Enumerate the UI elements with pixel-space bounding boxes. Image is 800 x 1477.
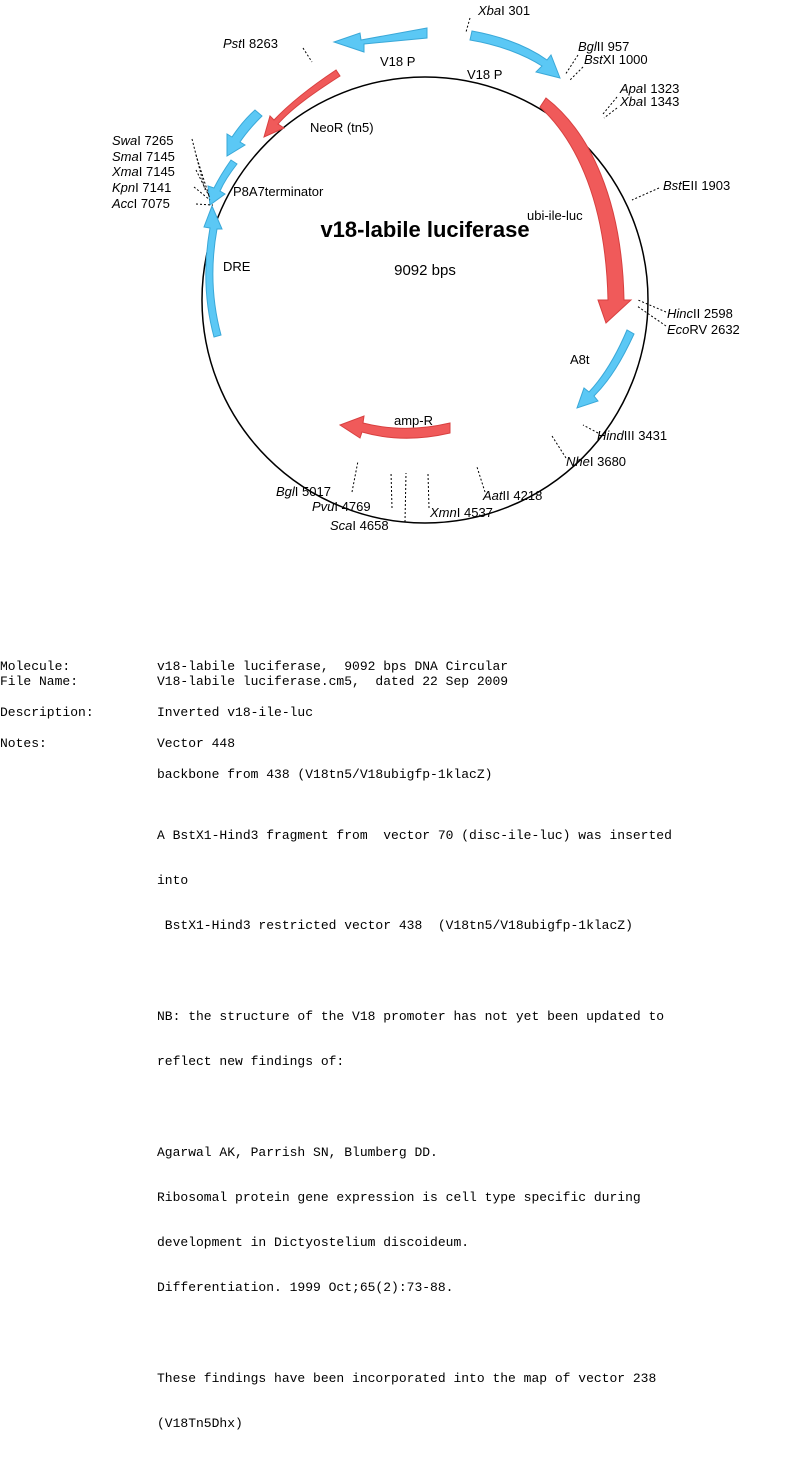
site-tick-bstxi-1000: [569, 66, 584, 81]
feature-label-a8t: A8t: [570, 352, 590, 367]
site-tick-bglii-957: [564, 54, 579, 76]
site-tick-apa-1323: [602, 96, 618, 115]
site-tick-bsteii-1903: [631, 187, 660, 201]
site-tick-sca-4658: [404, 472, 407, 523]
site-tick-aatii-4218: [476, 466, 486, 493]
site-label-bgl-5017: BglI 5017: [276, 484, 331, 499]
description-row: Description: Inverted v18-ile-luc: [0, 705, 800, 720]
map-size-label: 9092 bps: [394, 262, 456, 279]
site-label-acc-7075: AccI 7075: [111, 196, 170, 211]
site-tick-pst-8263: [302, 47, 313, 63]
site-label-bstxi-1000: BstXI 1000: [584, 52, 648, 67]
feature-label-neor: NeoR (tn5): [310, 120, 374, 135]
site-label-xma-7145: XmaI 7145: [111, 164, 175, 179]
site-label-aatii-4218: AatII 4218: [482, 488, 542, 503]
feature-label-v18p-right: V18 P: [467, 67, 502, 82]
notes-paragraph: NB: the structure of the V18 promoter ha…: [157, 1009, 665, 1069]
notes-paragraph: Agarwal AK, Parrish SN, Blumberg DD. Rib…: [157, 1145, 641, 1295]
site-tick-xma-7145: [195, 169, 211, 199]
info-panel: Molecule: v18-labile luciferase, 9092 bp…: [0, 659, 800, 1477]
molecule-row: Molecule: v18-labile luciferase, 9092 bp…: [0, 659, 800, 674]
site-label-apa-1323: ApaI 1323: [619, 81, 679, 96]
feature-arrow-amp-r: [338, 415, 451, 439]
site-label-hincii-2598: HincII 2598: [667, 306, 733, 321]
map-title: v18-labile luciferase: [320, 217, 529, 242]
site-label-nhe-3680: NheI 3680: [566, 454, 626, 469]
feature-arrow-neor: [263, 69, 341, 138]
feature-arrow-p8a7terminator: [226, 109, 263, 157]
feature-label-dre: DRE: [223, 259, 251, 274]
site-label-pvu-4769: PvuI 4769: [312, 499, 371, 514]
description-label: Description:: [0, 705, 94, 720]
feature-arrow-v18p-right: [469, 30, 561, 79]
notes-body: Vector 448 backbone from 438 (V18tn5/V18…: [157, 736, 800, 1461]
plasmid-backbone: [201, 76, 649, 524]
site-tick-bgl-5017: [351, 460, 359, 493]
site-label-ecorv-2632: EcoRV 2632: [667, 322, 740, 337]
site-tick-swa-7265: [191, 138, 206, 191]
notes-row: Notes: Vector 448 backbone from 438 (V18…: [0, 736, 800, 1461]
feature-label-ubi-ile-luc: ubi-ile-luc: [527, 208, 583, 223]
notes-paragraph: Vector 448: [157, 736, 236, 751]
plasmid-map: XbaI 301 BglII 957 BstXI 1000 ApaI 1323 …: [111, 3, 740, 533]
feature-arrow-p8a7-small: [207, 159, 238, 206]
site-label-bglii-957: BglII 957: [578, 39, 629, 54]
feature-label-v18p-left: V18 P: [380, 54, 415, 69]
notes-paragraph: A BstX1-Hind3 fragment from vector 70 (d…: [157, 828, 672, 933]
site-label-sca-4658: ScaI 4658: [330, 518, 389, 533]
molecule-label: Molecule:: [0, 659, 71, 674]
file-label: File Name:: [0, 674, 79, 689]
feature-label-amp-r: amp-R: [394, 413, 433, 428]
feature-label-p8a7terminator: P8A7terminator: [233, 184, 324, 199]
site-label-kpn-7141: KpnI 7141: [112, 180, 171, 195]
site-label-sma-7145: SmaI 7145: [112, 149, 175, 164]
notes-paragraph: These findings have been incorporated in…: [157, 1371, 657, 1431]
site-tick-acc-7075: [195, 203, 214, 206]
description-value: Inverted v18-ile-luc: [157, 705, 314, 720]
notes-label: Notes:: [0, 736, 47, 751]
site-tick-kpn-7141: [193, 186, 211, 201]
site-label-xba-1343: XbaI 1343: [619, 94, 679, 109]
feature-arrow-dre: [203, 204, 223, 338]
site-tick-xba-301: [465, 17, 471, 33]
site-label-bsteii-1903: BstEII 1903: [663, 178, 730, 193]
site-tick-pvu-4769: [390, 471, 393, 509]
site-tick-nhe-3680: [551, 435, 567, 459]
site-label-pst-8263: PstI 8263: [223, 36, 278, 51]
site-tick-sma-7145: [195, 154, 210, 197]
molecule-value: v18-labile luciferase, 9092 bps DNA Circ…: [157, 659, 509, 674]
site-tick-xba-1343: [603, 107, 618, 119]
feature-arrow-v18p-left: [332, 27, 428, 53]
notes-paragraph: backbone from 438 (V18tn5/V18ubigfp-1kla…: [157, 767, 493, 782]
site-label-swa-7265: SwaI 7265: [112, 133, 173, 148]
site-tick-hincii-2598: [637, 299, 667, 313]
file-row: File Name: V18-labile luciferase.cm5, da…: [0, 674, 800, 689]
site-tick-ecorv-2632: [636, 305, 667, 327]
site-label-hindiii-3431: HindIII 3431: [597, 428, 667, 443]
feature-arrow-ubi-ile-luc: [539, 97, 633, 324]
site-label-xmn-4537: XmnI 4537: [429, 505, 493, 520]
site-label-xba-301: XbaI 301: [477, 3, 530, 18]
site-tick-xmn-4537: [427, 473, 430, 509]
feature-arrow-a8t: [576, 329, 635, 409]
file-value: V18-labile luciferase.cm5, dated 22 Sep …: [157, 674, 509, 689]
site-tick-hindiii-3431: [582, 424, 599, 434]
